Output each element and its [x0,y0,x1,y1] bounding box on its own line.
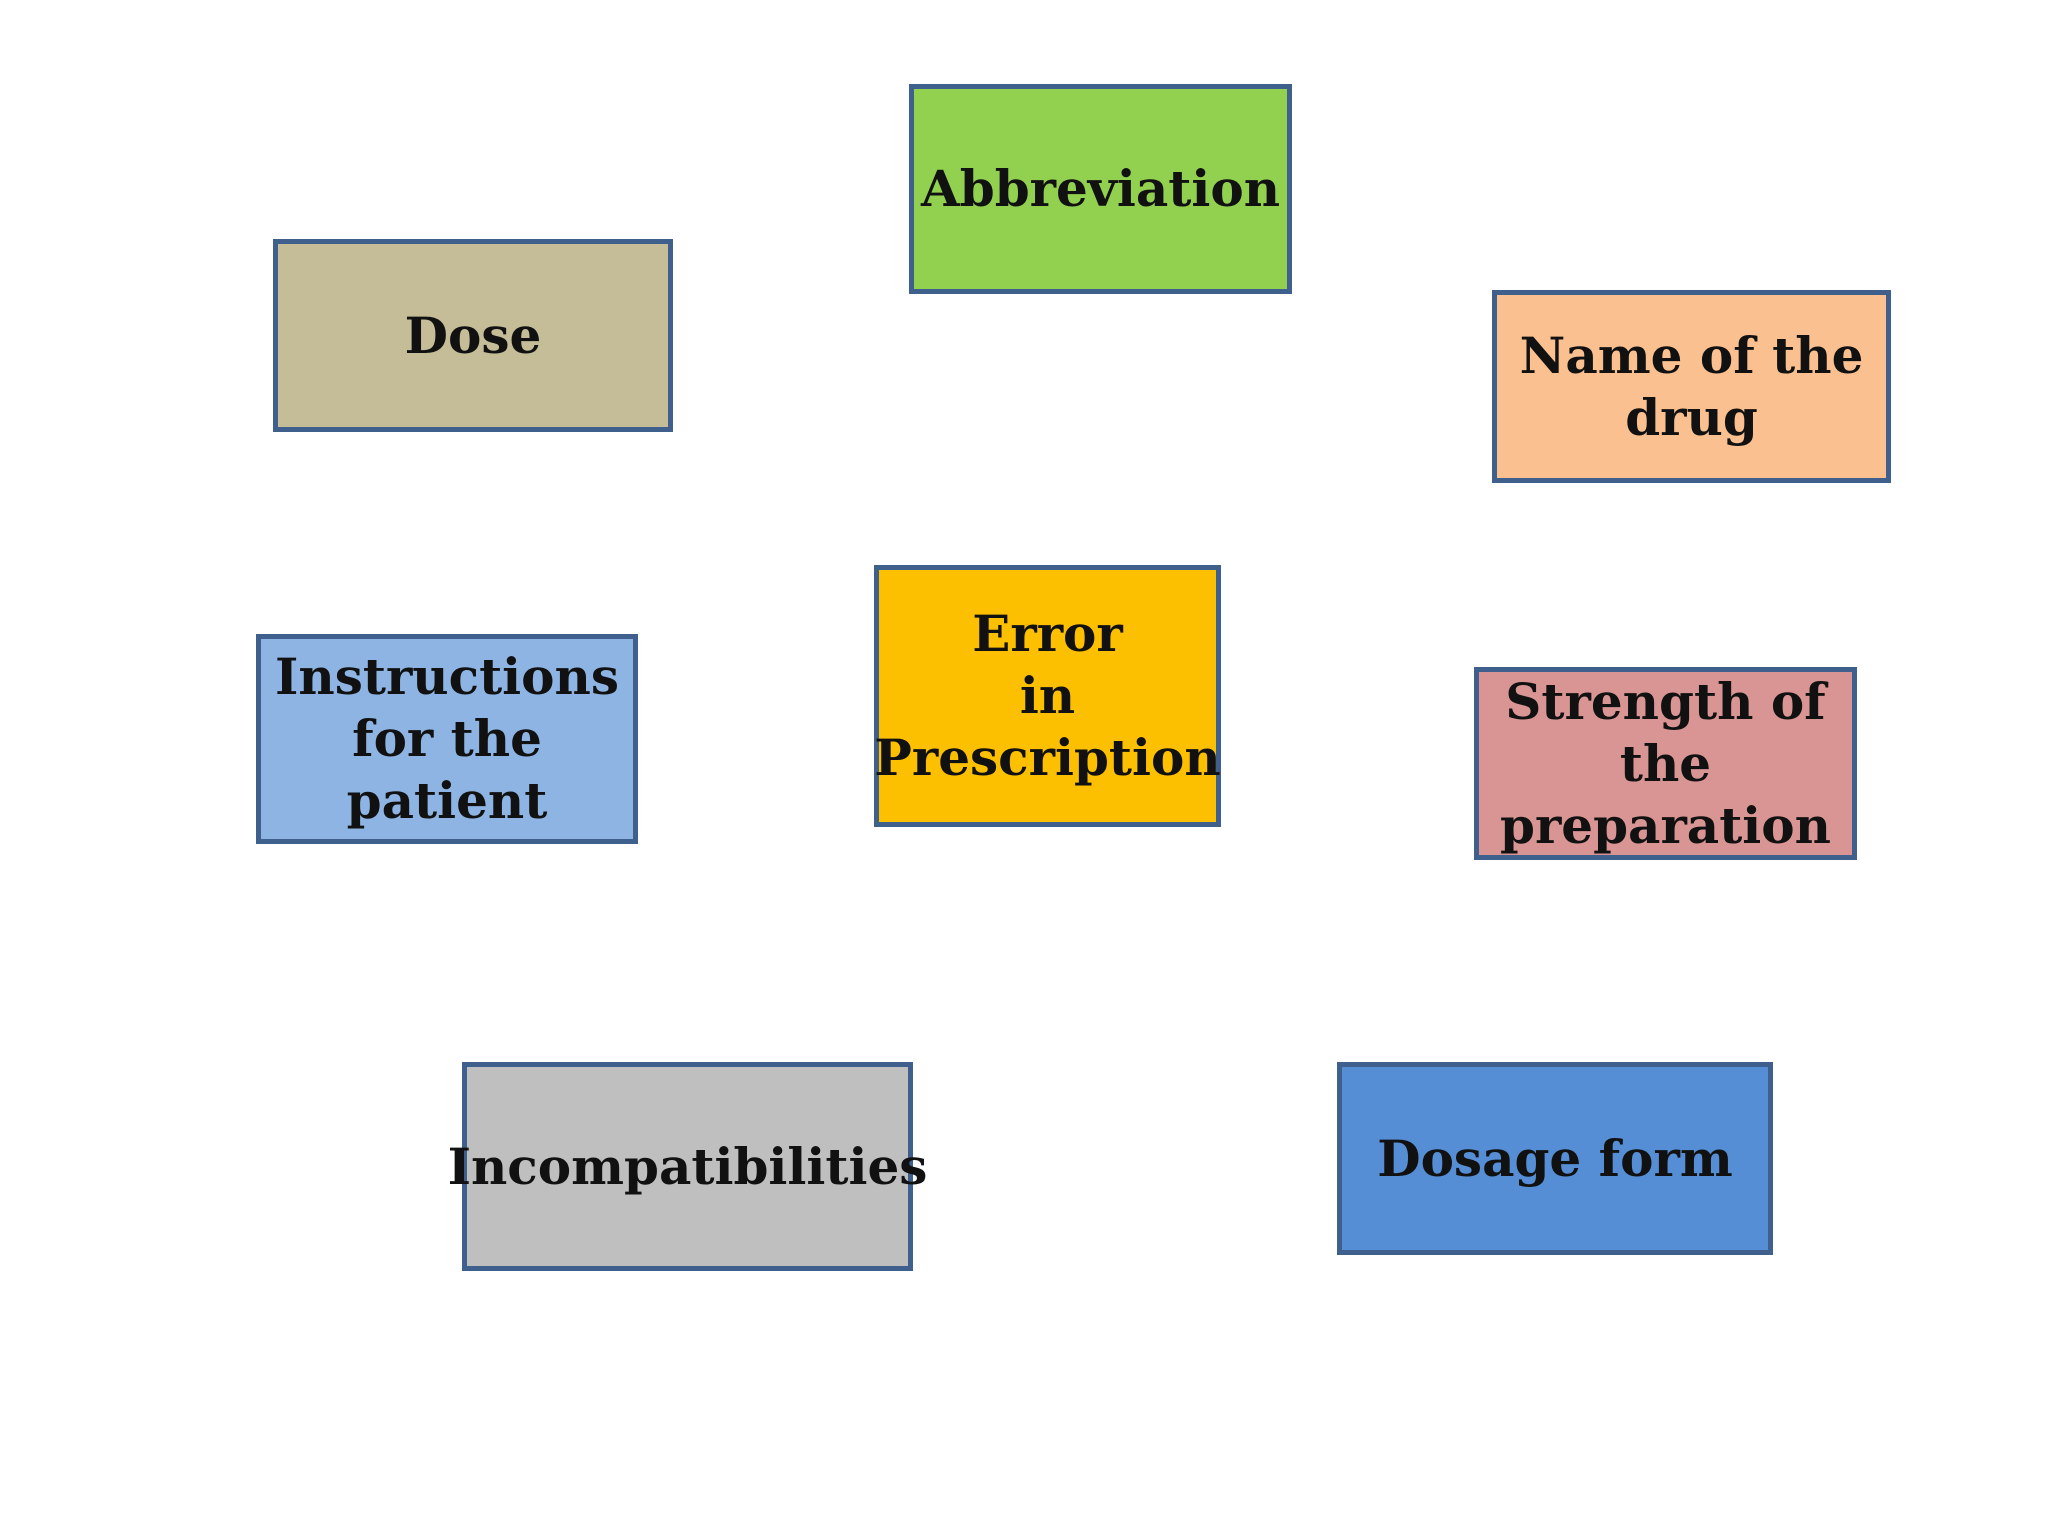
node-incompatibilities-label: Incompatibilities [447,1136,928,1196]
node-abbreviation: Abbreviation [909,84,1292,294]
central-node-label: Error in Prescription [874,604,1221,787]
node-instructions-label: Instructions for the patient [274,647,620,830]
node-strength-of-preparation: Strength of the preparation [1474,667,1857,860]
node-abbreviation-label: Abbreviation [920,159,1281,218]
node-instructions-for-patient: Instructions for the patient [256,634,638,844]
node-dose-label: Dose [404,305,542,365]
node-dosage-form: Dosage form [1337,1062,1773,1255]
central-node-error-in-prescription: Error in Prescription [874,565,1221,827]
node-strength-label: Strength of the preparation [1499,671,1831,855]
node-name-of-the-drug-label: Name of the drug [1519,325,1864,447]
node-dosage-form-label: Dosage form [1377,1128,1733,1188]
node-dose: Dose [273,239,673,432]
node-name-of-the-drug: Name of the drug [1492,290,1891,483]
node-incompatibilities: Incompatibilities [448,1062,927,1271]
